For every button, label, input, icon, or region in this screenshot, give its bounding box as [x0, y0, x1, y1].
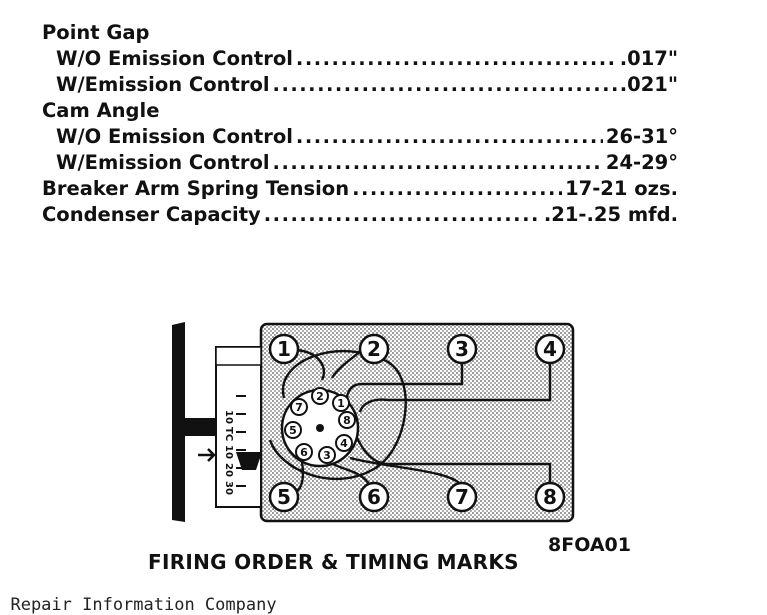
cylinder-7-marker: 7 [446, 481, 478, 513]
condenser-capacity-row: Condenser Capacity .21-.25 mfd. [42, 202, 678, 228]
svg-text:4: 4 [340, 437, 348, 450]
svg-text:6: 6 [300, 446, 308, 459]
spark-plug-wires [268, 348, 552, 493]
distributor-terminal: 8 [338, 411, 356, 429]
figure-code: 8FOA01 [548, 534, 631, 556]
svg-text:8: 8 [543, 485, 557, 509]
distributor-rotor-shape [316, 424, 324, 432]
timing-scale-labels: 10 TC 10 20 30 [223, 410, 234, 495]
cylinder-1-marker: 1 [268, 333, 300, 365]
distributor-terminal: 7 [290, 398, 308, 416]
cylinder-markers: 1 2 3 4 5 6 7 8 [268, 333, 566, 513]
spec-label: W/O Emission Control [56, 125, 293, 148]
timing-label: 20 [223, 463, 234, 477]
cylinder-3-marker: 3 [446, 333, 478, 365]
crank-pulley-shape [172, 322, 185, 522]
cylinder-4-marker: 4 [534, 333, 566, 365]
svg-text:5: 5 [277, 485, 291, 509]
specifications-table: Point Gap W/O Emission Control .017" W/E… [42, 20, 678, 228]
timing-label: TC [223, 427, 234, 441]
cylinder-8-marker: 8 [534, 481, 566, 513]
leader-dots [352, 176, 562, 202]
timing-label: 10 [223, 410, 234, 424]
distributor-terminal: 5 [284, 421, 302, 439]
distributor-terminal: 4 [335, 434, 353, 452]
svg-text:3: 3 [455, 337, 469, 361]
distributor-terminal: 2 [311, 387, 329, 405]
leader-dots [273, 72, 617, 98]
svg-text:7: 7 [295, 401, 303, 414]
svg-text:7: 7 [455, 485, 469, 509]
svg-text:3: 3 [323, 449, 331, 462]
distributor-terminal: 6 [295, 443, 313, 461]
svg-text:1: 1 [277, 337, 291, 361]
cylinder-5-marker: 5 [268, 481, 300, 513]
spec-label: Condenser Capacity [42, 203, 261, 226]
spec-value: .017" [619, 47, 678, 70]
spec-value: 17-21 ozs. [565, 177, 678, 200]
timing-label: 30 [223, 481, 234, 495]
cam-angle-heading: Cam Angle [42, 99, 160, 122]
svg-text:1: 1 [337, 397, 345, 410]
spec-label: Breaker Arm Spring Tension [42, 177, 350, 200]
point-gap-row: W/O Emission Control .017" [42, 46, 678, 72]
timing-pointer-shape [236, 452, 262, 470]
spec-value: 26-31° [605, 125, 678, 148]
spec-label: W/Emission Control [56, 73, 270, 96]
leader-dots [273, 150, 603, 176]
cylinder-6-marker: 6 [358, 481, 390, 513]
timing-tab-shape [215, 346, 262, 508]
leader-dots [296, 46, 617, 72]
svg-text:8: 8 [343, 414, 351, 427]
svg-text:4: 4 [543, 337, 557, 361]
breaker-arm-tension-row: Breaker Arm Spring Tension 17-21 ozs. [42, 176, 678, 202]
cylinder-2-marker: 2 [358, 333, 390, 365]
spec-value: .021" [619, 73, 678, 96]
timing-label: 10 [223, 445, 234, 459]
svg-text:2: 2 [367, 337, 381, 361]
diagram-caption: FIRING ORDER & TIMING MARKS [148, 550, 519, 574]
pulley-hub-shape [185, 418, 221, 436]
spec-value: .21-.25 mfd. [543, 203, 678, 226]
timing-ticks [236, 395, 246, 487]
svg-text:6: 6 [367, 485, 381, 509]
distributor-terminal: 3 [318, 446, 336, 464]
point-gap-heading: Point Gap [42, 21, 150, 44]
leader-dots [264, 202, 541, 228]
distributor-terminals: 1 8 4 3 6 5 7 2 [284, 387, 356, 464]
svg-text:2: 2 [316, 390, 324, 403]
spec-label: W/Emission Control [56, 151, 270, 174]
leader-dots [296, 124, 603, 150]
footer-text: l Repair Information Company [0, 595, 277, 615]
timing-arrow-shape [198, 448, 216, 462]
cam-angle-row: W/Emission Control 24-29° [42, 150, 678, 176]
cam-angle-row: W/O Emission Control 26-31° [42, 124, 678, 150]
timing-tab-edge-shape [215, 346, 262, 366]
spec-label: W/O Emission Control [56, 47, 293, 70]
point-gap-row: W/Emission Control .021" [42, 72, 678, 98]
svg-text:5: 5 [289, 424, 297, 437]
spec-value: 24-29° [605, 151, 678, 174]
distributor-terminal: 1 [332, 394, 350, 412]
firing-order-diagram: 10 TC 10 20 30 1 8 4 [172, 322, 575, 523]
